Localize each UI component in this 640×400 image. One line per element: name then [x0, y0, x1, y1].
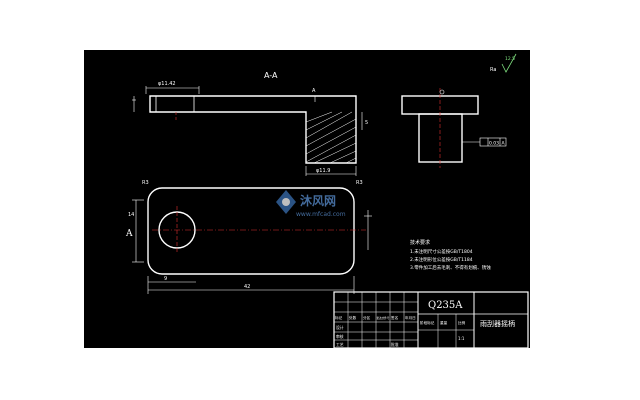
section-outline: [149, 95, 357, 164]
plan-side-label: A: [125, 229, 133, 239]
material-label: Q235A: [428, 300, 463, 311]
svg-text:处数: 处数: [349, 315, 357, 320]
section-hatch: [305, 111, 357, 164]
roughness-value: 12.5: [505, 56, 515, 62]
right-small-dim: 5: [365, 120, 368, 126]
part-name: 雨刮器摇柄: [480, 319, 515, 328]
notes-line-3: 3.零件加工后去毛刺、不得有划痕、锈蚀: [410, 264, 491, 271]
plan-length-dim: 42: [244, 284, 250, 290]
plan-height-dim: 14: [128, 212, 134, 218]
svg-text:批准: 批准: [391, 342, 399, 347]
watermark: 沐风网 www.mfcad.com: [276, 190, 346, 218]
scale-label: 比例: [458, 320, 466, 325]
roughness-label: Ra: [490, 67, 496, 73]
side-view-head: [401, 95, 479, 115]
roughness-symbol: [501, 53, 517, 73]
notes-line-1: 1.未注明尺寸公差按GB/T1804: [410, 248, 473, 255]
tolerance-frame: [479, 137, 507, 147]
top-dim-label: φ11.42: [158, 81, 176, 87]
drawing-canvas: A-A φ11.42 A 5 φ11.9 0.03 A: [125, 53, 529, 348]
notes-line-2: 2.未注明形位公差按GB/T1184: [410, 256, 473, 263]
watermark-url: www.mfcad.com: [296, 211, 346, 218]
plan-width-dim: 9: [164, 276, 167, 282]
svg-text:设计: 设计: [336, 325, 344, 330]
svg-text:审核: 审核: [336, 334, 344, 339]
side-view-shank: [418, 113, 463, 163]
title-block-row-labels: 设计 审核 工艺 批准: [336, 325, 399, 347]
svg-text:更改文件号: 更改文件号: [377, 316, 390, 320]
svg-text:签名: 签名: [391, 315, 399, 320]
svg-text:标记: 标记: [335, 315, 343, 320]
plan-outline: [147, 187, 355, 275]
depth-dim-label: φ11.9: [316, 168, 330, 174]
plan-corner-left: R3: [142, 180, 149, 186]
tolerance-value: 0.03: [489, 141, 499, 147]
svg-text:分区: 分区: [363, 315, 371, 320]
watermark-text: 沐风网: [300, 193, 336, 208]
datum-label: A: [502, 141, 506, 147]
notes-title: 技术要求: [410, 239, 430, 246]
section-label: A-A: [264, 71, 278, 80]
title-block: [333, 291, 529, 348]
svg-text:工艺: 工艺: [336, 342, 344, 347]
title-block-col-labels: 标记 处数 分区 更改文件号 签名 年月日: [335, 315, 416, 320]
plan-corner-right: R3: [356, 180, 363, 186]
stage-label: 阶段标记: [420, 320, 435, 325]
weight-label: 重量: [440, 320, 448, 325]
scale-value: 1:1: [458, 336, 465, 341]
cad-viewport[interactable]: A-A φ11.42 A 5 φ11.9 0.03 A: [84, 50, 530, 348]
section-arrow-label: A: [312, 88, 316, 94]
svg-text:年月日: 年月日: [405, 315, 416, 320]
